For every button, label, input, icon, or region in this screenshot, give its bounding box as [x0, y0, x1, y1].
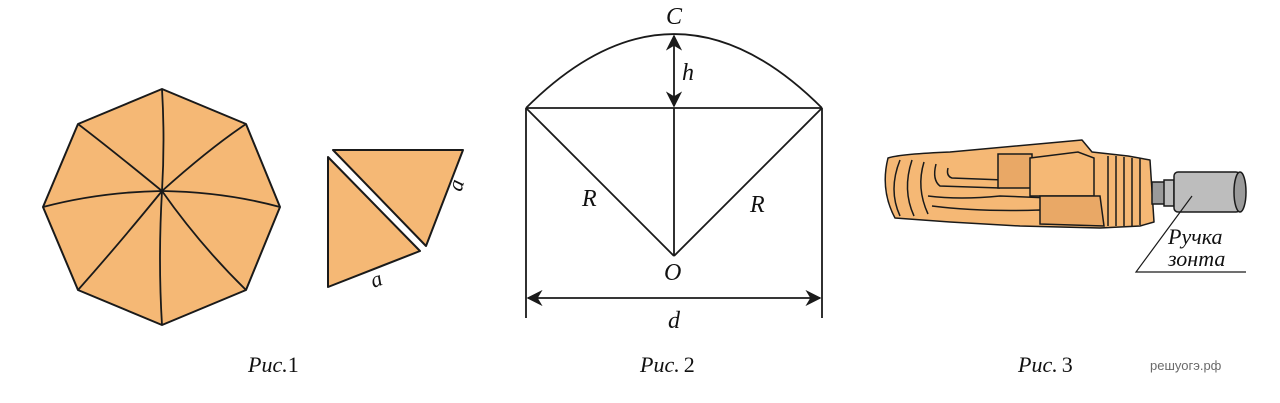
- handle-end: [1233, 171, 1247, 213]
- figure-2-labels: C h R R O d: [581, 4, 765, 334]
- upper-triangle-piece: [332, 149, 464, 247]
- label-d: d: [668, 308, 681, 334]
- caption-figure-1: Рис.1: [248, 352, 299, 378]
- callout-line-2: зонта: [1167, 246, 1225, 271]
- strap-tab: [997, 153, 1033, 189]
- label-C: C: [666, 4, 683, 30]
- caption-3-number: 3: [1061, 352, 1073, 377]
- label-R-left: R: [581, 186, 597, 212]
- label-h: h: [682, 60, 694, 86]
- figure-2-geometry: [525, 33, 823, 318]
- label-O: O: [664, 260, 681, 286]
- figure-3-labels: Ручка зонта: [1167, 224, 1225, 271]
- figure-1-umbrella-top-view: [42, 88, 281, 326]
- canopy-folds: [893, 156, 1141, 226]
- caption-1-number: 1: [287, 352, 299, 377]
- handle: [1151, 171, 1247, 213]
- watermark-site: решуогэ.рф: [1150, 358, 1222, 373]
- side-label-a-bottom: a: [367, 265, 386, 292]
- figure-3-folded-umbrella: [884, 139, 1247, 273]
- fold-flap-2: [1039, 195, 1105, 227]
- caption-3-word: Рис.: [1018, 352, 1058, 377]
- radius-right: [673, 107, 823, 257]
- lower-triangle-piece: [327, 156, 421, 288]
- arc-canopy: [525, 33, 823, 109]
- caption-figure-2: Рис.2: [640, 352, 695, 378]
- callout-leader: [1134, 195, 1246, 273]
- caption-figure-3: Рис.3: [1018, 352, 1073, 378]
- fold-flap: [1029, 151, 1095, 197]
- label-R-right: R: [749, 192, 765, 218]
- caption-2-word: Рис.: [640, 352, 680, 377]
- callout-line-1: Ручка: [1167, 224, 1222, 249]
- caption-1-word: Рис.: [248, 352, 288, 377]
- handle-ring: [1163, 179, 1175, 207]
- caption-2-number: 2: [683, 352, 695, 377]
- figure-1-triangle-pieces: a a: [327, 149, 469, 293]
- canopy-ribs: [42, 88, 281, 326]
- radius-left: [525, 107, 675, 257]
